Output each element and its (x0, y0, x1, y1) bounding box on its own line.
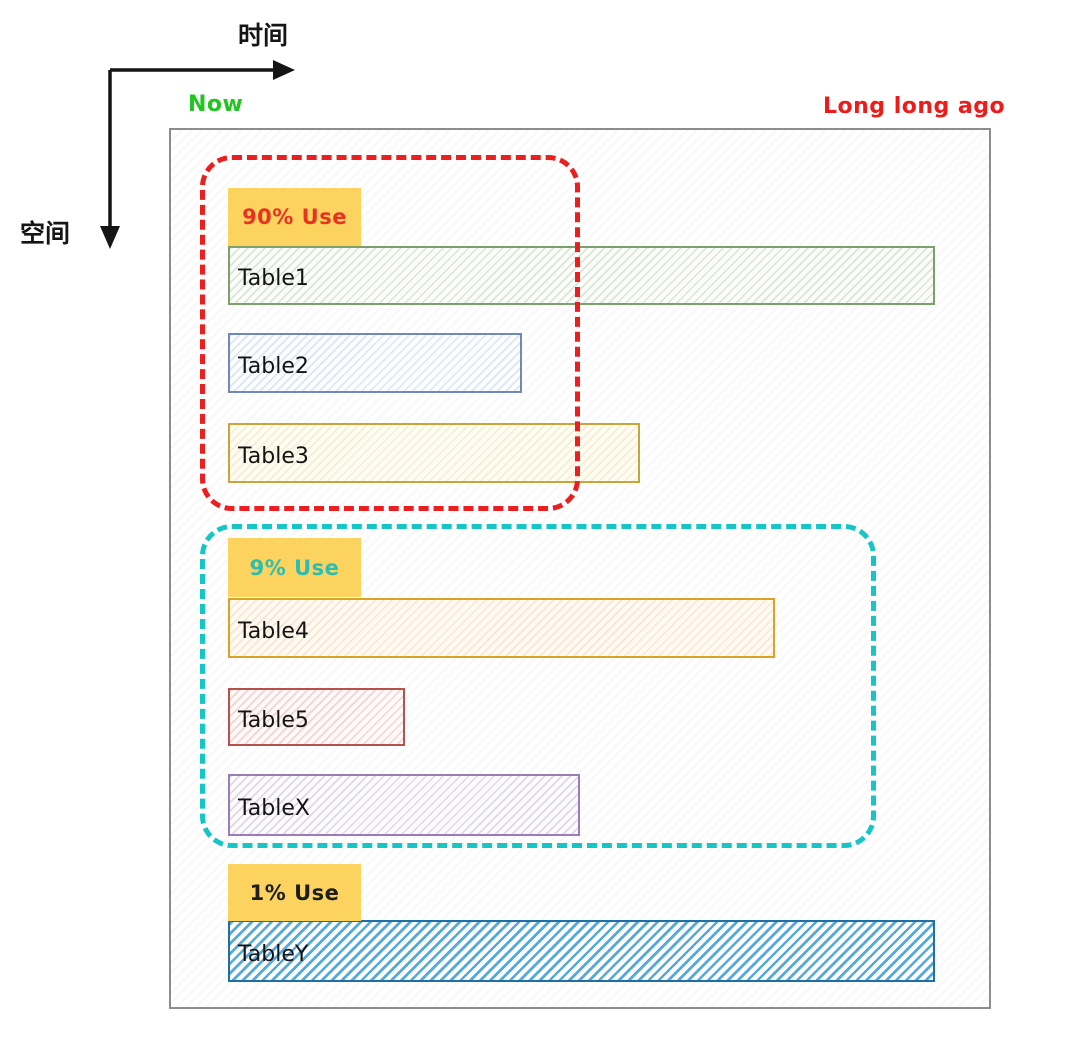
bar-table1: Table1 (228, 246, 935, 305)
bar-table5: Table5 (228, 688, 405, 746)
bar-tableY: TableY (228, 920, 935, 982)
badge-9-use: 9% Use (228, 538, 361, 597)
bar-tableX: TableX (228, 774, 580, 836)
bar-table4-label: Table4 (238, 618, 309, 644)
now-label: Now (188, 92, 244, 117)
bar-table2: Table2 (228, 333, 522, 393)
bar-table5-label: Table5 (238, 707, 309, 733)
space-axis-arrowhead-icon (100, 226, 120, 249)
axes-arrows (100, 60, 295, 249)
bar-table4: Table4 (228, 598, 775, 658)
bar-tableY-label: TableY (238, 941, 309, 967)
space-axis-label: 空间 (20, 219, 71, 248)
bar-table1-label: Table1 (238, 266, 309, 291)
long-long-ago-label: Long long ago (823, 94, 1006, 119)
time-axis-label: 时间 (238, 21, 289, 50)
bar-table2-label: Table2 (238, 353, 309, 379)
time-axis-arrowhead-icon (273, 60, 295, 80)
bar-table3: Table3 (228, 423, 640, 483)
badge-1-use: 1% Use (228, 864, 361, 921)
bar-table3-label: Table3 (238, 443, 309, 469)
badge-90-use: 90% Use (228, 188, 361, 246)
bar-tableX-label: TableX (238, 795, 310, 821)
